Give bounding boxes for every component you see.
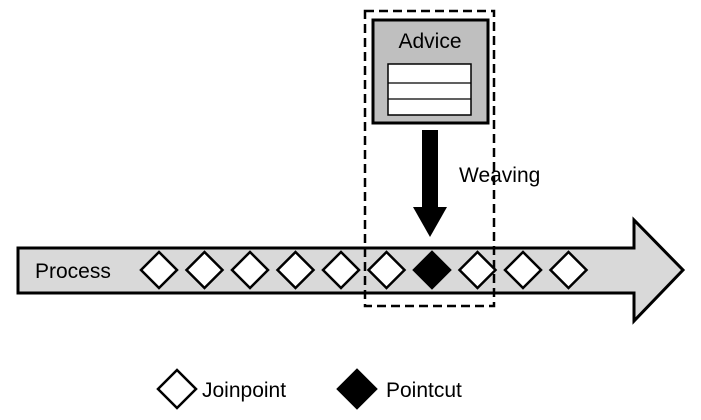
joinpoint-diamond bbox=[230, 250, 270, 290]
process-label: Process bbox=[35, 260, 111, 283]
weaving-region bbox=[363, 9, 496, 308]
joinpoint-diamond bbox=[321, 250, 361, 290]
legend-pointcut-label: Pointcut bbox=[386, 379, 462, 402]
weaving-label: Weaving bbox=[459, 164, 540, 187]
joinpoint-diamond bbox=[366, 250, 407, 290]
advice-box: Advice bbox=[371, 18, 490, 125]
joinpoint-diamond bbox=[184, 250, 225, 290]
pointcut-icon bbox=[336, 368, 378, 410]
joinpoint-diamond bbox=[275, 250, 316, 290]
joinpoint-diamond bbox=[548, 250, 589, 290]
joinpoint-row bbox=[139, 250, 589, 290]
advice-code-block bbox=[387, 63, 472, 116]
joinpoint-diamond bbox=[503, 250, 543, 290]
advice-label: Advice bbox=[398, 30, 461, 53]
legend-joinpoint-label: Joinpoint bbox=[202, 379, 286, 402]
joinpoint-icon bbox=[156, 368, 198, 410]
weaving-arrow bbox=[413, 130, 447, 237]
legend-pointcut: Pointcut bbox=[336, 368, 462, 410]
joinpoint-diamond bbox=[139, 250, 179, 290]
pointcut-diamond bbox=[412, 250, 452, 290]
legend-joinpoint: Joinpoint bbox=[156, 368, 286, 410]
joinpoint-diamond bbox=[457, 250, 498, 290]
legend: Joinpoint Pointcut bbox=[156, 368, 462, 410]
